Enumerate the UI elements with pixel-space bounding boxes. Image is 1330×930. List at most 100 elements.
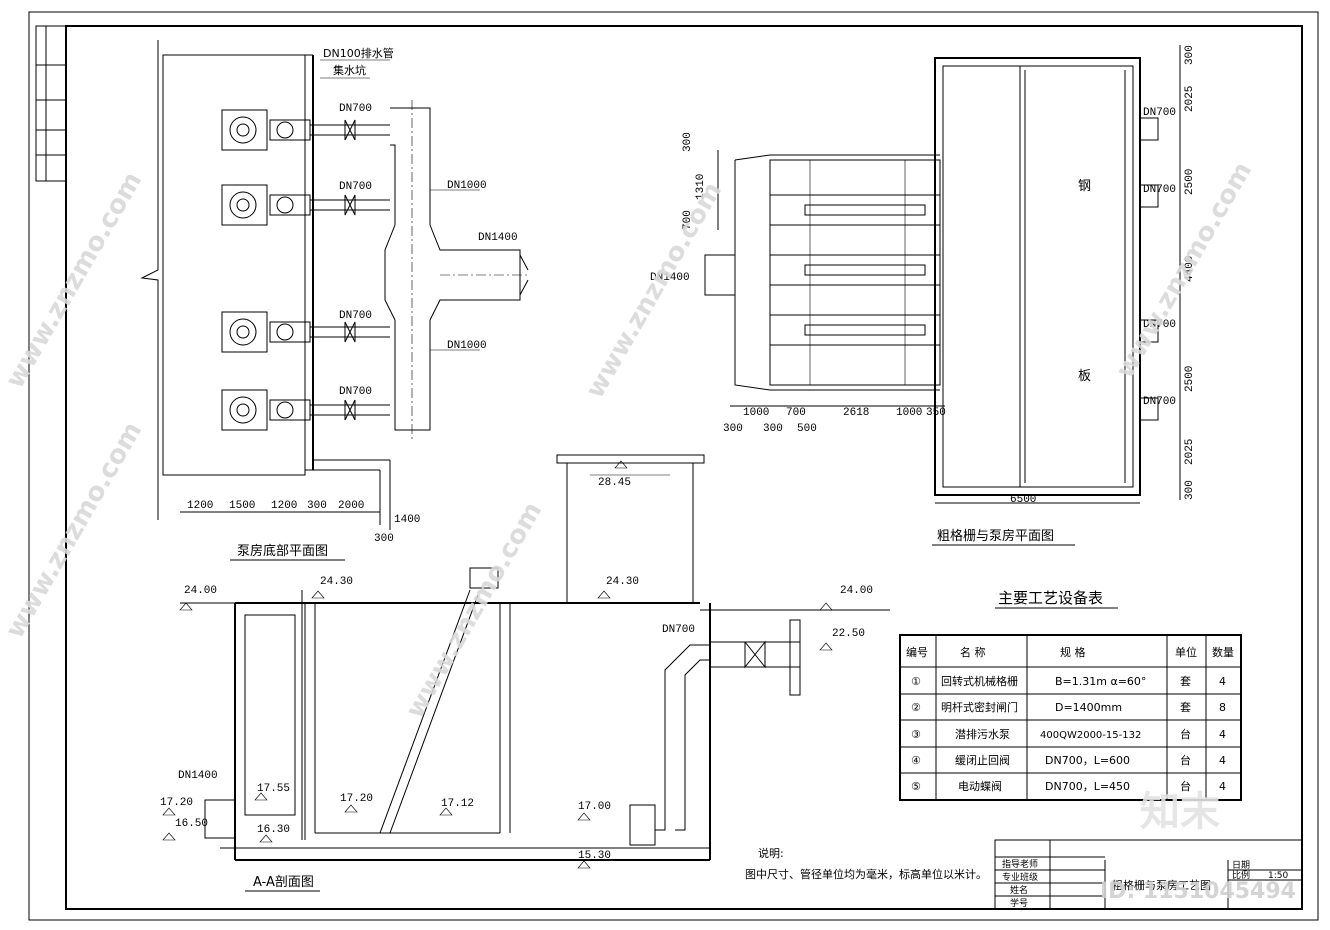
grille-dn700-3: DN700 [1143, 319, 1176, 331]
cell-r2-c4: 套 [1180, 701, 1191, 714]
th-qty: 数量 [1212, 646, 1234, 659]
notes-text: 图中尺寸、管径单位均为毫米，标高单位以米计。 [745, 867, 987, 881]
equipment-table: 主要工艺设备表 编号 名 称 规 格 单位 数量 ① 回转式机械格栅 B=1.3… [899, 589, 1242, 801]
cell-r2-c5: 8 [1219, 701, 1226, 714]
elev-2: 24.30 [320, 576, 353, 588]
cell-r1-c3: B=1.31m α=60° [1055, 675, 1146, 688]
dn700-label-1: DN700 [339, 103, 372, 115]
right-dim-7: 300 [1184, 480, 1196, 500]
watermark-text-2: www.znzmo.com [0, 417, 148, 644]
watermark-text-4: www.znzmo.com [400, 497, 548, 724]
elev-11: 17.20 [340, 793, 373, 805]
right-dim-2: 2025 [1184, 86, 1196, 112]
cell-r5-c3: DN700，L=450 [1045, 780, 1130, 793]
dn1400-label: DN1400 [478, 232, 518, 244]
left-dim-3: 700 [682, 210, 694, 230]
watermark-text-1: www.znzmo.com [0, 167, 148, 394]
right-dim-1: 300 [1184, 45, 1196, 65]
elev-4: 24.00 [840, 585, 873, 597]
cell-r1-c2: 回转式机械格栅 [941, 674, 1018, 688]
grille-dn700-2: DN700 [1143, 184, 1176, 196]
elev-10: 16.30 [257, 824, 290, 836]
binding-strip [35, 25, 67, 182]
th-unit: 单位 [1175, 645, 1197, 659]
cell-r1-c4: 套 [1180, 675, 1191, 688]
cell-r2-c1: ② [911, 701, 921, 714]
th-no: 编号 [906, 645, 928, 659]
cell-r5-c4: 台 [1180, 779, 1191, 793]
pump-units [221, 109, 390, 431]
plate-label: 板 [1078, 369, 1091, 384]
dn700-label-4: DN700 [339, 386, 372, 398]
elev-3: 24.30 [606, 576, 639, 588]
elev-12: 17.12 [441, 798, 474, 810]
inner-border [65, 25, 1303, 910]
tb-teacher: 指导老师 [1002, 858, 1038, 870]
cell-r2-c3: D=1400mm [1055, 701, 1122, 714]
dim-4: 300 [307, 500, 327, 512]
bottom-dim-3: 2618 [843, 407, 869, 419]
cell-r4-c2: 缓闭止回阀 [955, 753, 1010, 767]
tb-number: 学号 [1010, 897, 1028, 909]
watermark-text-3: www.znzmo.com [580, 177, 728, 404]
drain-pipe-label: DN100排水管 [323, 46, 394, 60]
dn700-label-3: DN700 [339, 310, 372, 322]
tb-name: 姓名 [1010, 884, 1028, 896]
notes: 说明: 图中尺寸、管径单位均为毫米，标高单位以米计。 [745, 846, 987, 881]
elevation-marks [162, 460, 833, 869]
cell-r3-c3: 400QW2000-15-132 [1040, 730, 1141, 741]
bottom-dim-4: 1000 [896, 407, 922, 419]
dn700-label-2: DN700 [339, 181, 372, 193]
cell-r4-c1: ④ [911, 754, 921, 767]
dim-3: 1200 [271, 500, 297, 512]
cell-r4-c3: DN700，L=600 [1045, 754, 1130, 767]
section-aa: 24.00 24.30 24.30 24.00 22.50 28.45 17.2… [160, 454, 890, 892]
section-dn700: DN700 [662, 624, 695, 636]
th-spec: 规 格 [1060, 645, 1086, 659]
dim-7: 300 [374, 533, 394, 545]
left-dim-1: 300 [682, 132, 694, 152]
right-dim-5: 2500 [1184, 366, 1196, 392]
elev-9: 16.50 [175, 818, 208, 830]
bottom-dim2-2: 300 [763, 423, 783, 435]
outer-border [28, 11, 1319, 921]
dim-6: 1400 [394, 514, 420, 526]
title-block: 指导老师 专业班级 姓名 学号 粗格栅与泵房工艺图 日期 比例 1:50 [994, 839, 1303, 910]
elev-1: 24.00 [184, 585, 217, 597]
section-title: A-A剖面图 [253, 875, 314, 890]
tb-class: 专业班级 [1002, 871, 1038, 883]
cell-r3-c2: 潜排污水泵 [955, 727, 1010, 741]
pump-plan-title: 泵房底部平面图 [237, 543, 328, 559]
elev-5: 22.50 [832, 628, 865, 640]
grille-plan: DN700 DN700 DN700 DN700 钢 板 DN1400 300 1… [650, 45, 1196, 546]
cell-r4-c5: 4 [1219, 754, 1226, 767]
elev-6: 28.45 [598, 477, 631, 489]
cell-r3-c5: 4 [1219, 728, 1226, 741]
cell-r5-c5: 4 [1219, 780, 1226, 793]
cell-r4-c4: 台 [1180, 753, 1191, 767]
dim-5: 2000 [338, 500, 364, 512]
cell-r3-c1: ③ [911, 728, 921, 741]
bottom-dim-5: 350 [926, 407, 946, 419]
cell-r5-c2: 电动蝶阀 [958, 779, 1002, 793]
tb-drawing-name: 粗格栅与泵房工艺图 [1112, 878, 1211, 892]
left-dim-2: 1310 [695, 174, 707, 200]
right-dim-6: 2025 [1184, 439, 1196, 465]
grille-dn1400: DN1400 [650, 272, 690, 284]
right-dim-3: 2500 [1184, 169, 1196, 195]
elev-7: 17.20 [160, 797, 193, 809]
grille-plan-title: 粗格栅与泵房平面图 [937, 528, 1054, 544]
dn1000-label-1: DN1000 [447, 180, 487, 192]
tb-scale-label: 比例 [1232, 869, 1250, 881]
bottom-dim-1: 1000 [743, 407, 769, 419]
cell-r2-c2: 明杆式密封闸门 [941, 700, 1018, 714]
bottom-dim-2: 700 [786, 407, 806, 419]
cell-r3-c4: 台 [1180, 727, 1191, 741]
th-name: 名 称 [960, 645, 986, 659]
right-dim-4: 4400 [1184, 256, 1196, 282]
notes-title: 说明: [758, 846, 784, 860]
elev-8: 17.55 [257, 783, 290, 795]
grille-dn700-1: DN700 [1143, 107, 1176, 119]
width-dim: 6500 [1010, 494, 1036, 506]
